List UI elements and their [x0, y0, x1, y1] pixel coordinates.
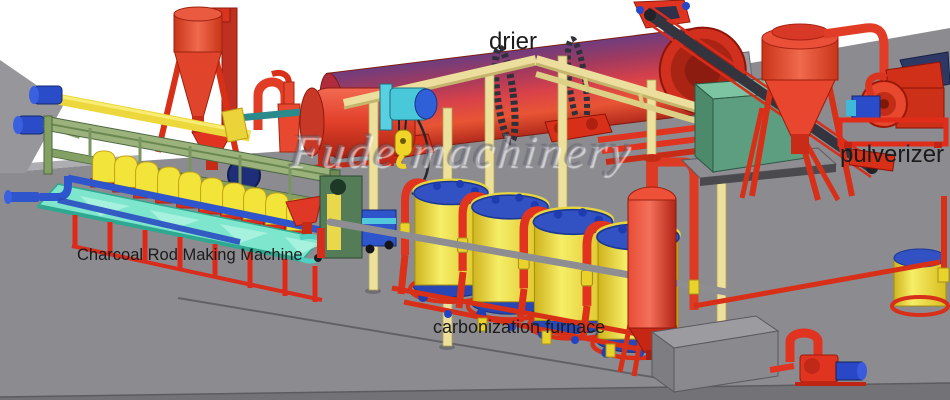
machine-legs [72, 215, 318, 302]
charcoal-rod-making-machine [4, 85, 397, 302]
pulverizer-mill [837, 51, 950, 148]
foundation-block [650, 315, 780, 393]
label-charcoal-rod-making-machine: Charcoal Rod Making Machine [77, 246, 303, 264]
pump-unit [769, 328, 867, 386]
electric-hoist [379, 83, 438, 196]
label-pulverizer: pulverizer [840, 141, 945, 168]
pulverizer-cyclone [749, 23, 889, 201]
label-drier: drier [489, 28, 538, 55]
label-carbonization-furnace: carbonization furnace [433, 317, 606, 337]
